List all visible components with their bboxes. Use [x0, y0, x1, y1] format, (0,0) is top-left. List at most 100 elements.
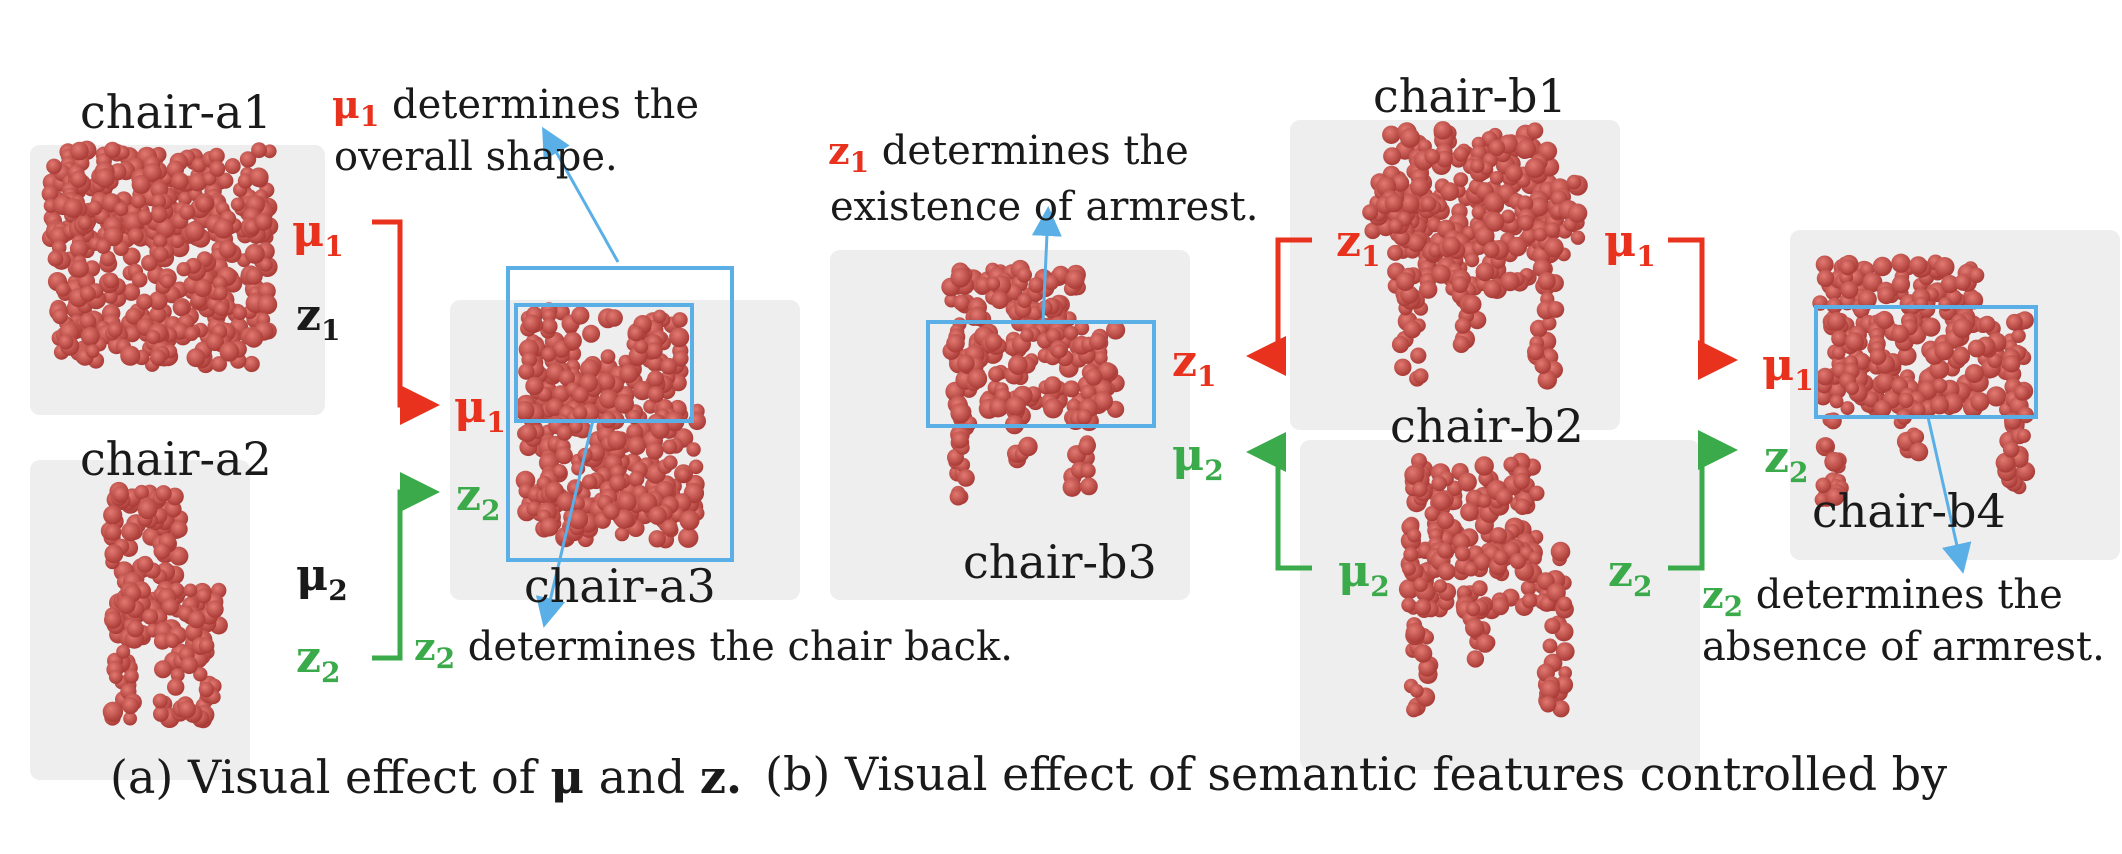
point: [213, 285, 228, 301]
point: [193, 278, 212, 298]
point: [1433, 121, 1453, 140]
b-mu2-target: μ2: [1172, 430, 1224, 487]
point: [555, 446, 573, 465]
b-mu2-source: μ2: [1338, 546, 1390, 603]
point: [239, 151, 257, 168]
point: [1547, 301, 1565, 318]
point: [170, 520, 188, 538]
point: [1566, 174, 1582, 190]
point: [183, 583, 198, 598]
point: [1420, 195, 1437, 212]
point: [1064, 325, 1079, 341]
point: [211, 356, 228, 372]
point: [1840, 281, 1859, 299]
point: [178, 700, 196, 719]
a-mu1-flow: [372, 219, 440, 425]
point: [1815, 477, 1832, 494]
point: [1418, 658, 1437, 677]
point: [142, 163, 162, 183]
point: [1891, 275, 1911, 294]
point: [634, 339, 649, 354]
point: [1839, 259, 1856, 276]
point: [647, 386, 665, 403]
point: [1544, 617, 1561, 635]
label-chair-a3: chair-a3: [524, 559, 716, 613]
point: [1424, 505, 1440, 522]
point: [219, 341, 240, 362]
point: [104, 611, 122, 629]
point: [1557, 596, 1573, 612]
point: [628, 325, 644, 342]
point: [1897, 346, 1917, 366]
point: [1432, 492, 1451, 511]
point: [1534, 357, 1551, 374]
point: [1080, 463, 1096, 479]
point: [1466, 650, 1485, 668]
point: [1471, 205, 1487, 220]
point: [1528, 551, 1542, 566]
point: [1875, 310, 1894, 330]
point: [605, 309, 623, 327]
point: [1436, 150, 1453, 168]
point: [1407, 528, 1422, 543]
point: [1521, 228, 1537, 244]
b-z2-source: z2: [1608, 546, 1652, 603]
b-z2-flow: [1668, 430, 1738, 571]
point: [104, 544, 124, 564]
point: [1406, 702, 1422, 718]
point: [582, 324, 601, 343]
a-z2-flow: [372, 472, 440, 661]
point: [1043, 398, 1064, 419]
point: [1018, 436, 1038, 457]
point: [602, 503, 620, 520]
point: [1462, 295, 1482, 314]
point: [136, 555, 154, 573]
point: [1362, 204, 1379, 221]
point: [1437, 562, 1456, 581]
point: [1570, 230, 1586, 245]
point: [1952, 317, 1973, 339]
point: [946, 334, 965, 353]
point: [125, 307, 143, 325]
point: [1869, 348, 1887, 365]
point: [41, 185, 59, 203]
point: [1475, 634, 1495, 653]
point: [1474, 226, 1495, 247]
point: [990, 291, 1009, 310]
b-mu1-flow: [1668, 237, 1738, 380]
point: [179, 204, 196, 220]
point: [599, 389, 619, 409]
point: [1454, 545, 1471, 562]
point: [1875, 372, 1896, 392]
point: [1093, 351, 1108, 365]
point: [1986, 386, 2007, 407]
point: [1453, 172, 1469, 188]
point: [1437, 542, 1454, 559]
point: [146, 330, 161, 345]
point: [1460, 502, 1479, 522]
point: [1433, 579, 1448, 593]
point: [645, 442, 664, 460]
point: [155, 485, 172, 502]
point: [127, 227, 144, 244]
point: [1084, 368, 1103, 386]
point: [95, 168, 115, 188]
point: [80, 326, 100, 346]
b-mu1-source: μ1: [1604, 216, 1656, 273]
point: [1911, 402, 1926, 418]
point: [205, 333, 224, 352]
point: [669, 327, 690, 348]
point: [1406, 233, 1426, 253]
point: [1829, 394, 1844, 409]
point: [1544, 222, 1561, 238]
point: [167, 678, 185, 696]
point: [614, 394, 634, 414]
point: [2011, 328, 2026, 343]
point: [134, 484, 150, 500]
point: [251, 142, 267, 159]
point: [1909, 256, 1928, 275]
point: [1451, 276, 1469, 293]
point: [117, 595, 136, 614]
point: [1395, 272, 1415, 291]
point: [213, 218, 234, 239]
